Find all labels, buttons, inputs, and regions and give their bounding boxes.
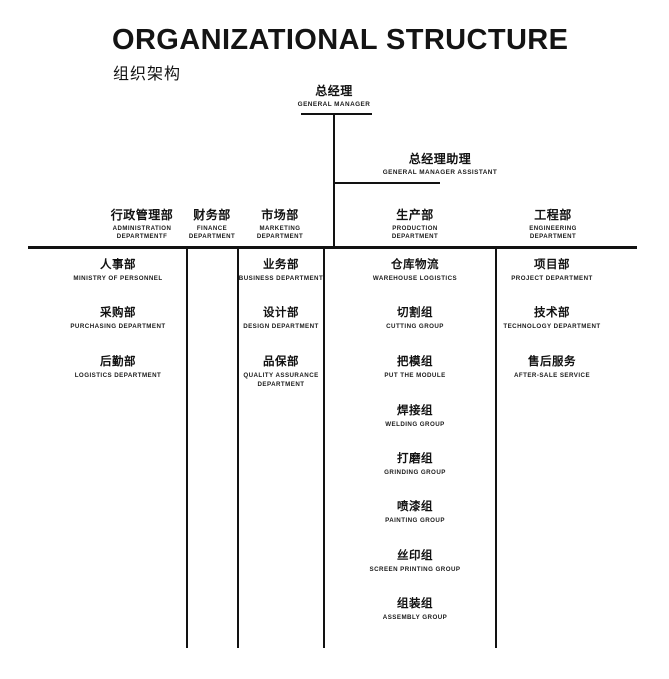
- node-production-child-0-en: WAREHOUSE LOGISTICS: [372, 275, 458, 282]
- node-production-child-5-cn: 喷漆组: [397, 501, 433, 513]
- dept-header-finance-en2: DEPARTMENT: [188, 233, 236, 240]
- node-engineering-child-0[interactable]: 项目部 PROJECT DEPARTMENT: [482, 258, 622, 283]
- node-production-child-2[interactable]: 把模组 PUT THE MODULE: [348, 355, 482, 380]
- dept-header-engineering[interactable]: 工程部 ENGINEERING DEPARTMENT: [490, 208, 616, 241]
- node-production-child-5-en: PAINTING GROUP: [385, 517, 445, 524]
- node-production-child-4-en: GRINDING GROUP: [384, 469, 446, 476]
- node-production-child-3-en: WELDING GROUP: [385, 421, 445, 428]
- node-production-child-3[interactable]: 焊接组 WELDING GROUP: [348, 404, 482, 429]
- node-production-child-0[interactable]: 仓库物流 WAREHOUSE LOGISTICS: [348, 258, 482, 283]
- node-admin-child-0-en: MINISTRY OF PERSONNEL: [73, 275, 163, 282]
- dept-header-finance-en1: FINANCE: [196, 225, 228, 232]
- node-engineering-child-2-en: AFTER-SALE SERVICE: [513, 372, 591, 379]
- dept-header-administration-cn: 行政管理部: [110, 208, 174, 222]
- connector-gm-spine: [333, 113, 335, 183]
- dept-header-production-cn: 生产部: [396, 208, 434, 222]
- node-engineering-child-1-en: TECHNOLOGY DEPARTMENT: [503, 323, 601, 330]
- page-title-chinese: 组织架构: [113, 66, 182, 83]
- dept-header-finance[interactable]: 财务部 FINANCE DEPARTMENT: [168, 208, 256, 241]
- node-production-child-3-cn: 焊接组: [397, 405, 433, 417]
- node-admin-child-2-en: LOGISTICS DEPARTMENT: [74, 372, 162, 379]
- node-engineering-child-2[interactable]: 售后服务 AFTER-SALE SERVICE: [482, 355, 622, 380]
- connector-gma-underline: [333, 182, 440, 184]
- page-title-english: ORGANIZATIONAL STRUCTURE: [112, 24, 569, 56]
- dept-header-marketing[interactable]: 市场部 MARKETING DEPARTMENT: [236, 208, 324, 241]
- node-general-manager-en: GENERAL MANAGER: [297, 101, 371, 108]
- dept-header-production[interactable]: 生产部 PRODUCTION DEPARTMENT: [352, 208, 478, 241]
- node-production-child-6[interactable]: 丝印组 SCREEN PRINTING GROUP: [348, 549, 482, 574]
- dept-header-marketing-en2: DEPARTMENT: [256, 233, 304, 240]
- node-production-child-6-en: SCREEN PRINTING GROUP: [369, 566, 461, 573]
- node-engineering-child-0-cn: 项目部: [534, 259, 570, 271]
- node-marketing-child-2-cn: 品保部: [263, 356, 299, 368]
- node-production-child-7-en: ASSEMBLY GROUP: [382, 614, 448, 621]
- node-marketing-child-0-en: BUSINESS DEPARTMENT: [238, 275, 324, 282]
- node-admin-child-0-cn: 人事部: [100, 259, 136, 271]
- connector-gma-spine: [333, 182, 335, 246]
- node-production-child-1-cn: 切割组: [397, 307, 433, 319]
- node-production-child-6-cn: 丝印组: [397, 550, 433, 562]
- node-production-child-0-cn: 仓库物流: [391, 259, 439, 271]
- dept-header-engineering-en1: ENGINEERING: [529, 225, 577, 232]
- node-production-child-7[interactable]: 组装组 ASSEMBLY GROUP: [348, 597, 482, 622]
- node-production-child-1[interactable]: 切割组 CUTTING GROUP: [348, 306, 482, 331]
- dept-header-engineering-en2: DEPARTMENT: [529, 233, 577, 240]
- node-production-child-5[interactable]: 喷漆组 PAINTING GROUP: [348, 500, 482, 525]
- node-general-manager-cn: 总经理: [315, 84, 353, 98]
- node-admin-child-1-en: PURCHASING DEPARTMENT: [70, 323, 166, 330]
- node-engineering-child-1[interactable]: 技术部 TECHNOLOGY DEPARTMENT: [482, 306, 622, 331]
- node-engineering-child-0-en: PROJECT DEPARTMENT: [511, 275, 593, 282]
- node-marketing-child-1-cn: 设计部: [263, 307, 299, 319]
- main-horizontal-bus: [28, 246, 637, 249]
- node-general-manager-assistant[interactable]: 总经理助理 GENERAL MANAGER ASSISTANT: [337, 152, 543, 177]
- dept-header-production-en1: PRODUCTION: [392, 225, 438, 232]
- node-engineering-child-1-cn: 技术部: [534, 307, 570, 319]
- node-production-child-4-cn: 打磨组: [397, 453, 433, 465]
- column-divider-3: [323, 248, 325, 648]
- node-admin-child-2[interactable]: 后勤部 LOGISTICS DEPARTMENT: [58, 355, 178, 380]
- column-divider-1: [186, 248, 188, 648]
- node-production-child-2-en: PUT THE MODULE: [384, 372, 446, 379]
- dept-header-engineering-cn: 工程部: [534, 208, 572, 222]
- column-divider-2: [237, 248, 239, 648]
- node-marketing-child-1-en: DESIGN DEPARTMENT: [243, 323, 319, 330]
- column-divider-4: [495, 248, 497, 648]
- dept-header-marketing-cn: 市场部: [261, 208, 299, 222]
- node-production-child-7-cn: 组装组: [397, 598, 433, 610]
- dept-header-administration-en2: DEPARTMENTF: [116, 233, 168, 240]
- node-general-manager-assistant-en: GENERAL MANAGER ASSISTANT: [382, 169, 498, 176]
- node-marketing-child-2[interactable]: 品保部 QUALITY ASSURANCE DEPARTMENT: [233, 355, 329, 389]
- dept-header-administration[interactable]: 行政管理部 ADMINISTRATION DEPARTMENTF: [82, 208, 202, 241]
- node-marketing-child-0-cn: 业务部: [263, 259, 299, 271]
- node-admin-child-0[interactable]: 人事部 MINISTRY OF PERSONNEL: [58, 258, 178, 283]
- connector-gm-underline: [301, 113, 372, 115]
- node-marketing-child-2-en: QUALITY ASSURANCE DEPARTMENT: [243, 372, 319, 388]
- node-production-child-4[interactable]: 打磨组 GRINDING GROUP: [348, 452, 482, 477]
- node-marketing-child-1[interactable]: 设计部 DESIGN DEPARTMENT: [226, 306, 336, 331]
- node-engineering-child-2-cn: 售后服务: [528, 356, 576, 368]
- node-admin-child-1[interactable]: 采购部 PURCHASING DEPARTMENT: [58, 306, 178, 331]
- node-general-manager[interactable]: 总经理 GENERAL MANAGER: [264, 84, 404, 109]
- node-general-manager-assistant-cn: 总经理助理: [408, 152, 472, 166]
- dept-header-production-en2: DEPARTMENT: [391, 233, 439, 240]
- dept-header-finance-cn: 财务部: [193, 208, 231, 222]
- node-admin-child-2-cn: 后勤部: [100, 356, 136, 368]
- dept-header-marketing-en1: MARKETING: [259, 225, 301, 232]
- dept-header-administration-en1: ADMINISTRATION: [112, 225, 172, 232]
- node-admin-child-1-cn: 采购部: [100, 307, 136, 319]
- node-production-child-2-cn: 把模组: [397, 356, 433, 368]
- node-marketing-child-0[interactable]: 业务部 BUSINESS DEPARTMENT: [226, 258, 336, 283]
- node-production-child-1-en: CUTTING GROUP: [386, 323, 444, 330]
